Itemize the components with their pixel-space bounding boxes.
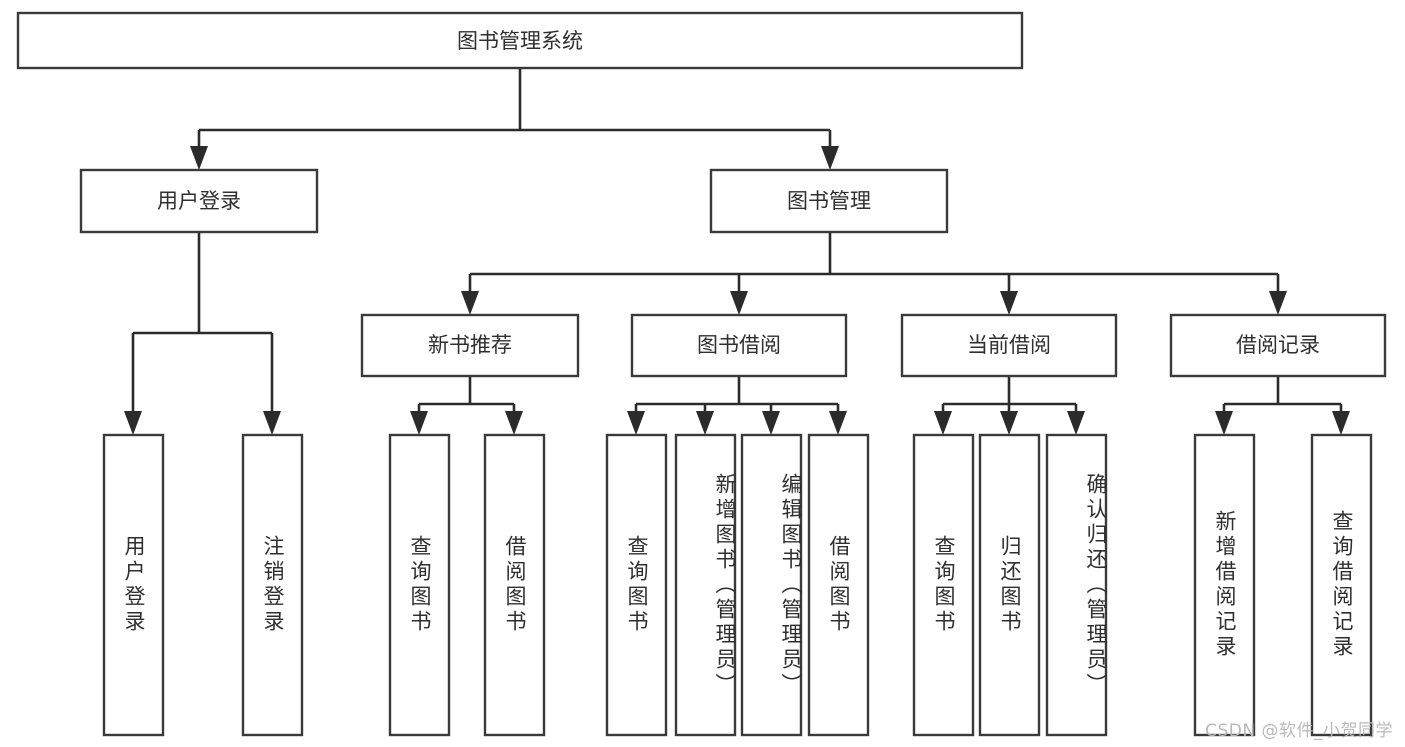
leaf-box-return-book[interactable] <box>978 433 1041 737</box>
node-book-borrow[interactable]: 图书借阅 <box>630 313 848 378</box>
connector-book-mgmt-trunk <box>468 232 1280 300</box>
node-root-box[interactable] <box>16 11 1024 70</box>
arrow-to-current-borrow <box>1000 291 1018 315</box>
arrow-to-leaf-logout <box>263 411 281 435</box>
node-user-login-box[interactable] <box>79 168 319 234</box>
node-new-book-recommend[interactable]: 新书推荐 <box>360 313 580 378</box>
node-current-borrow-label: 当前借阅 <box>967 333 1051 357</box>
node-current-borrow[interactable]: 当前借阅 <box>900 313 1118 378</box>
arrow-to-book-mgmt <box>821 146 839 170</box>
leaf-box-user-login[interactable] <box>102 433 165 737</box>
leaf-box-borrow-book-1[interactable] <box>483 433 546 737</box>
node-user-login[interactable]: 用户登录 <box>79 168 319 234</box>
leaf-box-query-book-2[interactable] <box>605 433 668 737</box>
connector-new-book-rec-trunk <box>417 376 516 420</box>
leaf-box-add-record[interactable] <box>1193 433 1256 737</box>
connector-borrow-record-trunk <box>1222 376 1343 420</box>
arrow-to-leaf-add-record <box>1215 411 1233 435</box>
connector-root-trunk <box>197 68 832 155</box>
node-user-login-label: 用户登录 <box>157 189 241 213</box>
arrow-to-new-book-rec <box>461 291 479 315</box>
leaf-box-logout[interactable] <box>241 433 304 737</box>
leaf-box-borrow-book-2[interactable] <box>807 433 870 737</box>
node-root-label: 图书管理系统 <box>457 29 583 53</box>
csdn-watermark: CSDN @软件_小贺同学 <box>1205 721 1393 741</box>
connector-user-login-trunk <box>131 232 274 420</box>
node-borrow-record-box[interactable] <box>1169 313 1387 378</box>
node-book-borrow-box[interactable] <box>630 313 848 378</box>
arrow-to-leaf-edit-book <box>762 411 780 435</box>
arrow-to-user-login <box>190 146 208 170</box>
node-new-book-recommend-box[interactable] <box>360 313 580 378</box>
leaf-box-query-book-1[interactable] <box>388 433 451 737</box>
node-book-borrow-label: 图书借阅 <box>697 333 781 357</box>
leaf-box-query-record[interactable] <box>1310 433 1373 737</box>
leaf-box-query-book-3[interactable] <box>912 433 975 737</box>
arrow-to-leaf-borrow-book-1 <box>505 411 523 435</box>
arrow-to-leaf-query-book-1 <box>410 411 428 435</box>
arrow-to-leaf-query-book-2 <box>627 411 645 435</box>
node-root[interactable]: 图书管理系统 <box>16 11 1024 70</box>
leaf-box-add-book[interactable] <box>674 433 737 737</box>
node-current-borrow-box[interactable] <box>900 313 1118 378</box>
leaf-box-confirm-return[interactable] <box>1045 433 1108 737</box>
arrow-to-leaf-borrow-book-2 <box>829 411 847 435</box>
node-book-management-label: 图书管理 <box>787 189 871 213</box>
arrow-to-leaf-add-book <box>696 411 714 435</box>
connector-layer <box>124 68 1350 435</box>
leaf-box-layer <box>102 433 1373 737</box>
arrow-to-leaf-query-record <box>1332 411 1350 435</box>
node-new-book-recommend-label: 新书推荐 <box>428 333 512 357</box>
connector-book-borrow-trunk <box>634 376 840 420</box>
arrow-to-leaf-confirm-return <box>1067 411 1085 435</box>
node-book-management[interactable]: 图书管理 <box>709 168 949 234</box>
arrow-to-leaf-return-book <box>1000 411 1018 435</box>
node-borrow-record[interactable]: 借阅记录 <box>1169 313 1387 378</box>
node-borrow-record-label: 借阅记录 <box>1236 333 1320 357</box>
arrow-to-borrow-record <box>1269 291 1287 315</box>
leaf-box-edit-book[interactable] <box>740 433 803 737</box>
node-book-management-box[interactable] <box>709 168 949 234</box>
arrow-to-book-borrow <box>730 291 748 315</box>
arrow-to-leaf-user-login <box>124 411 142 435</box>
arrow-to-leaf-query-book-3 <box>934 411 952 435</box>
